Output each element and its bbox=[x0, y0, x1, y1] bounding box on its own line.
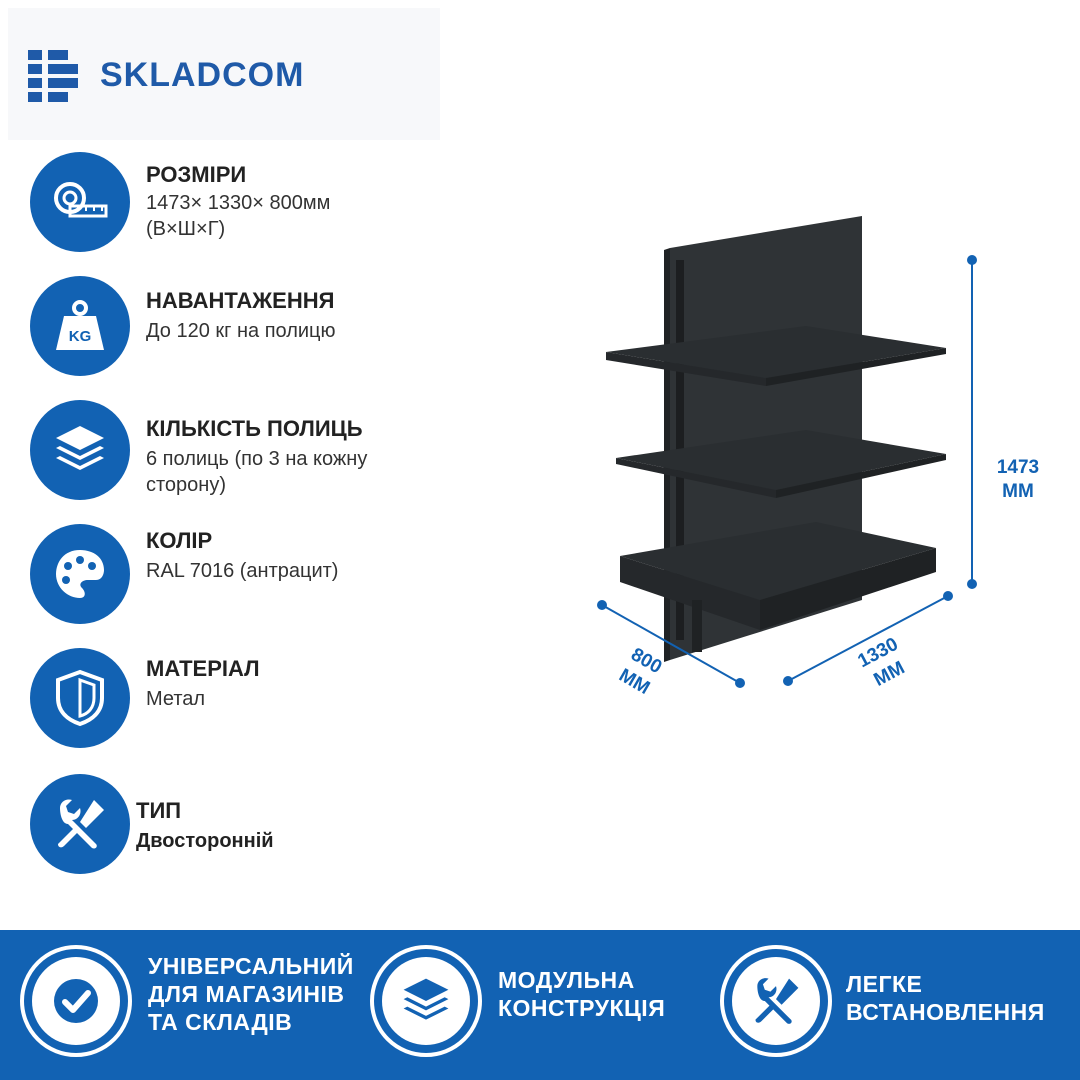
feature-desc: 6 полиць (по 3 на кожну сторону) bbox=[146, 446, 446, 498]
benefit-line: ТА СКЛАДІВ bbox=[148, 1009, 293, 1035]
dimension-value: 1473 bbox=[996, 457, 1040, 478]
tools-icon bbox=[755, 978, 799, 1024]
feature-desc: 1473× 1330× 800мм (В×Ш×Г) bbox=[146, 190, 446, 242]
feature-desc-line: (В×Ш×Г) bbox=[146, 218, 226, 240]
tape-measure-icon bbox=[30, 152, 130, 252]
feature-title: РОЗМІРИ bbox=[146, 162, 247, 187]
benefits-banner: УНІВЕРСАЛЬНИЙ ДЛЯ МАГАЗИНІВ ТА СКЛАДІВ М… bbox=[0, 930, 1080, 1080]
benefit-line: ЛЕГКЕ bbox=[846, 971, 923, 997]
benefit-install-badge bbox=[720, 945, 832, 1057]
feature-material: МАТЕРІАЛ Метал bbox=[0, 648, 560, 758]
benefit-line: ДЛЯ МАГАЗИНІВ bbox=[148, 981, 345, 1007]
dimension-height-label: 1473 ММ bbox=[988, 456, 1048, 504]
dimension-unit: ММ bbox=[1002, 481, 1034, 502]
svg-text:KG: KG bbox=[69, 328, 92, 345]
benefit-universal-text: УНІВЕРСАЛЬНИЙ ДЛЯ МАГАЗИНІВ ТА СКЛАДІВ bbox=[148, 952, 354, 1036]
feature-title: ТИП bbox=[136, 798, 182, 823]
feature-color: КОЛІР RAL 7016 (антрацит) bbox=[0, 524, 560, 634]
feature-desc: RAL 7016 (антрацит) bbox=[146, 560, 339, 582]
layers-icon bbox=[30, 400, 130, 500]
layers-icon bbox=[403, 978, 449, 1020]
benefit-line: КОНСТРУКЦІЯ bbox=[498, 995, 666, 1021]
logo-text: SKLADCOM bbox=[100, 56, 305, 94]
feature-desc-line: 6 полиць (по 3 на кожну bbox=[146, 448, 368, 470]
palette-icon bbox=[30, 524, 130, 624]
benefit-universal-badge bbox=[20, 945, 132, 1057]
benefit-line: УНІВЕРСАЛЬНИЙ bbox=[148, 953, 354, 979]
benefit-modular-badge bbox=[370, 945, 482, 1057]
feature-load: KG НАВАНТАЖЕННЯ До 120 кг на полицю bbox=[0, 276, 560, 386]
badge-background bbox=[732, 957, 820, 1045]
feature-shelves: КІЛЬКІСТЬ ПОЛИЦЬ 6 полиць (по 3 на кожну… bbox=[0, 400, 560, 510]
feature-dimensions: РОЗМІРИ 1473× 1330× 800мм (В×Ш×Г) bbox=[0, 152, 560, 262]
feature-desc: До 120 кг на полицю bbox=[146, 320, 336, 342]
feature-title: МАТЕРІАЛ bbox=[146, 656, 260, 681]
feature-type: ТИП Двосторонній bbox=[0, 774, 560, 884]
shield-icon bbox=[30, 648, 130, 748]
logo-mark-icon bbox=[28, 50, 78, 102]
feature-title: КОЛІР bbox=[146, 528, 213, 553]
weight-kg-icon: KG bbox=[30, 276, 130, 376]
feature-title: КІЛЬКІСТЬ ПОЛИЦЬ bbox=[146, 416, 363, 441]
brand-logo: SKLADCOM bbox=[8, 8, 440, 140]
benefit-install-text: ЛЕГКЕ ВСТАНОВЛЕННЯ bbox=[846, 970, 1045, 1026]
feature-desc-line: сторону) bbox=[146, 474, 227, 496]
tools-icon bbox=[30, 774, 130, 874]
benefit-modular-text: МОДУЛЬНА КОНСТРУКЦІЯ bbox=[498, 966, 665, 1022]
feature-desc: Двосторонній bbox=[136, 830, 274, 852]
shelving-unit-illustration bbox=[597, 216, 977, 688]
feature-desc-line: 1473× 1330× 800мм bbox=[146, 192, 331, 214]
feature-desc: Метал bbox=[146, 688, 206, 710]
benefit-line: ВСТАНОВЛЕННЯ bbox=[846, 999, 1045, 1025]
checkmark-icon bbox=[54, 979, 98, 1023]
feature-title: НАВАНТАЖЕННЯ bbox=[146, 288, 335, 313]
benefit-line: МОДУЛЬНА bbox=[498, 967, 635, 993]
